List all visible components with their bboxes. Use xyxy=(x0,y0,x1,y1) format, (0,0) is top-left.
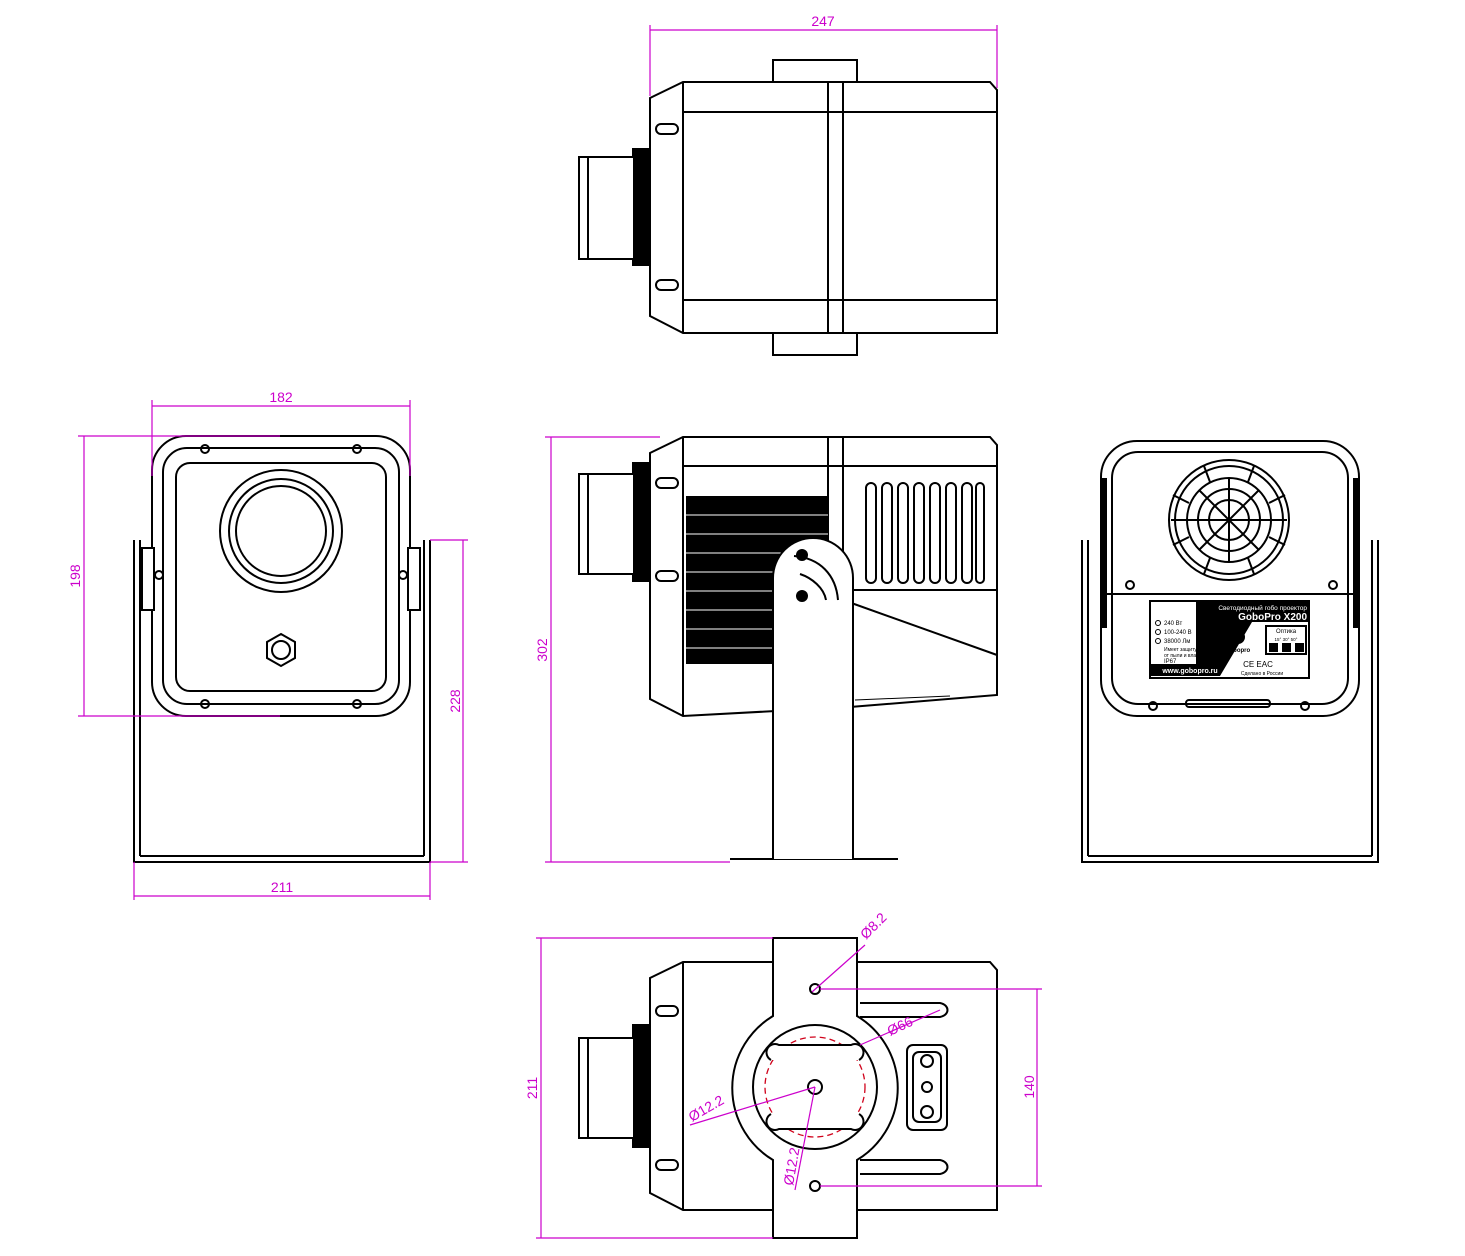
label-power: 240 Вт xyxy=(1164,621,1182,627)
dim-bottom-depth: 211 xyxy=(524,937,773,1239)
label-protection-1: Имеет защиту xyxy=(1164,647,1197,653)
dim-slot-b: Ø12.2 xyxy=(780,1086,816,1191)
side-view xyxy=(578,436,998,860)
label-ip: IP67 xyxy=(1164,659,1177,665)
label-optics-title: Оптика xyxy=(1276,629,1297,635)
dim-front-width: 182 xyxy=(151,389,411,476)
top-view xyxy=(578,59,998,356)
dim-hole-spacing: 140 xyxy=(820,988,1042,1187)
dim-hole-spacing-label: 140 xyxy=(1021,1075,1037,1099)
dim-slot-b-label: Ø12.2 xyxy=(780,1146,802,1187)
label-model: GoboPro X200 xyxy=(1238,612,1307,623)
vent-slots xyxy=(865,482,985,584)
dim-stand-height: 228 xyxy=(430,539,468,863)
dim-top-width: 247 xyxy=(649,13,998,96)
rear-view: Светодиодный гобо проектор GoboPro X200 … xyxy=(1081,440,1379,863)
bottom-view xyxy=(578,937,998,1239)
product-label: Светодиодный гобо проектор GoboPro X200 … xyxy=(1149,600,1310,679)
dim-side-height-label: 302 xyxy=(534,638,550,662)
dim-top-width-label: 247 xyxy=(811,13,835,29)
dim-front-height-label: 198 xyxy=(67,564,83,588)
dim-front-width-label: 182 xyxy=(269,389,293,405)
front-view xyxy=(133,435,431,863)
label-marks: CE EAC xyxy=(1243,660,1273,669)
dim-base-width-label: 211 xyxy=(271,879,294,895)
label-title: Светодиодный гобо проектор xyxy=(1218,604,1307,612)
label-lumens: 38000 Лм xyxy=(1164,639,1190,645)
dim-base-width: 211 xyxy=(133,862,431,900)
dim-hole-small-label: Ø8.2 xyxy=(857,909,890,942)
dim-side-height: 302 xyxy=(534,436,730,863)
dim-stand-height-label: 228 xyxy=(447,689,463,713)
label-optics-values: 15° 30° 50° xyxy=(1275,637,1298,642)
dim-bottom-depth-label: 211 xyxy=(524,1077,540,1100)
label-website: www.gobopro.ru xyxy=(1161,668,1217,675)
label-protection-2: от пыли и влаги xyxy=(1164,653,1201,659)
label-brand: gobopro xyxy=(1226,648,1251,654)
label-voltage: 100-240 В xyxy=(1164,630,1192,636)
dim-front-height: 198 xyxy=(67,435,280,717)
label-made-in: Сделано в России xyxy=(1241,671,1284,677)
